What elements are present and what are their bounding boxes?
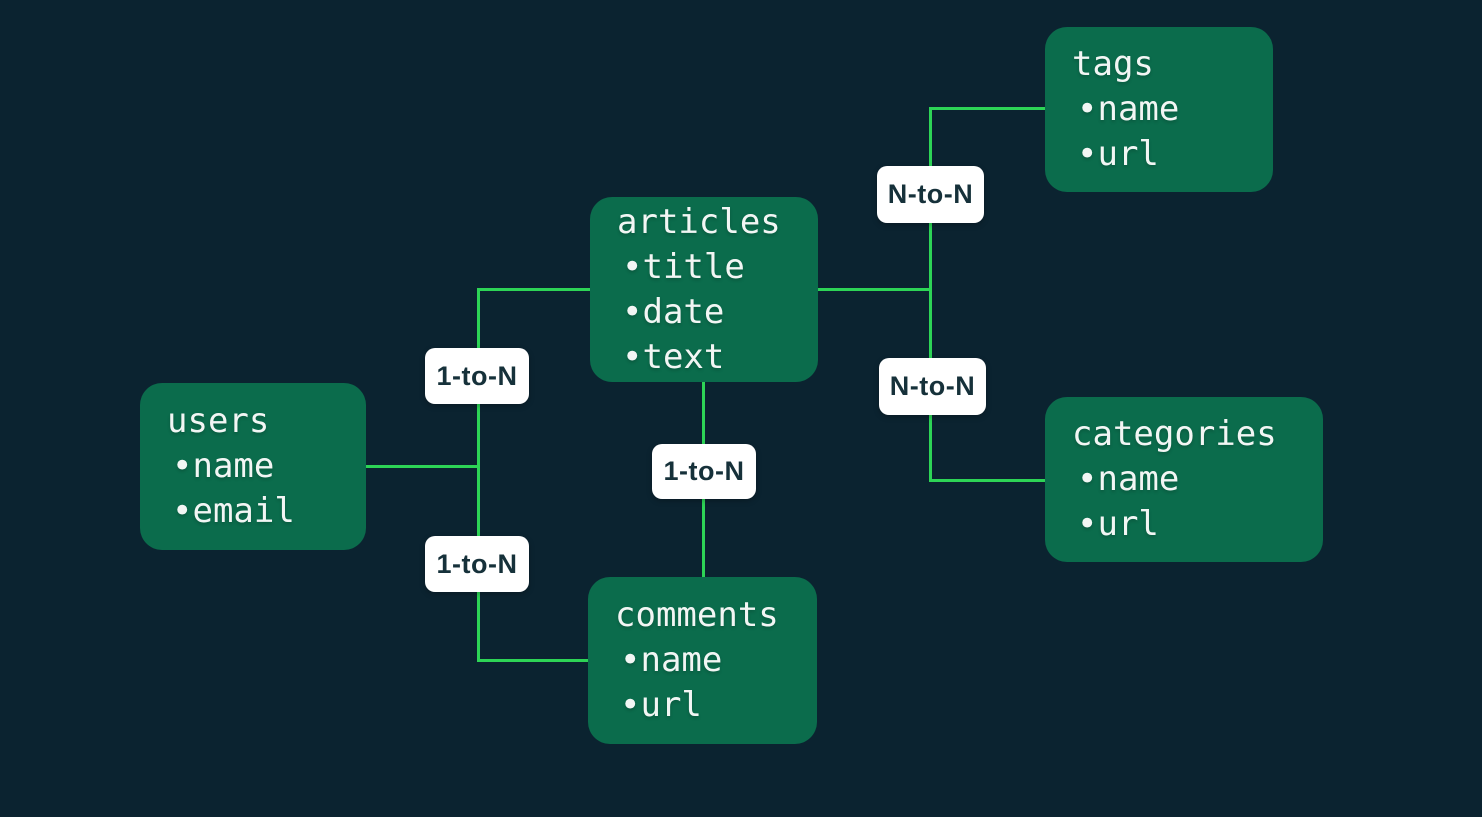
- entity-comments-attribute: •name: [620, 640, 723, 680]
- relationship-label-articles-comments: 1-to-N: [652, 444, 756, 499]
- connector-left-junction-vertical: [477, 288, 480, 662]
- entity-articles-attribute: •text: [622, 336, 725, 377]
- entity-categories-attribute: •url: [1077, 504, 1159, 544]
- entity-users-title: users: [167, 401, 270, 441]
- connector-junction-articles-horizontal: [477, 288, 590, 291]
- entity-tags-title: tags: [1072, 44, 1154, 84]
- entity-users-attribute: •email: [172, 491, 295, 531]
- entity-categories-title: categories: [1072, 414, 1277, 454]
- relationship-label-users-comments: 1-to-N: [425, 536, 529, 592]
- relationship-label-users-articles: 1-to-N: [425, 348, 529, 404]
- entity-comments: comments •name •url: [588, 577, 817, 744]
- entity-categories-attribute: •name: [1077, 459, 1180, 499]
- connector-right-junction-vertical: [929, 107, 932, 481]
- connector-junction-categories-horizontal: [929, 479, 1045, 482]
- entity-tags: tags •name •url: [1045, 27, 1273, 192]
- entity-tags-attribute: •name: [1077, 89, 1180, 129]
- entity-articles: articles •title •date •text: [590, 197, 818, 382]
- entity-tags-attribute: •url: [1077, 134, 1159, 174]
- entity-categories: categories •name •url: [1045, 397, 1323, 562]
- entity-articles-attribute: •date: [622, 291, 725, 332]
- connector-users-junction-horizontal: [365, 465, 479, 468]
- connector-articles-junction-horizontal: [818, 288, 931, 291]
- connector-junction-comments-horizontal: [477, 659, 590, 662]
- entity-comments-attribute: •url: [620, 685, 702, 725]
- entity-articles-title: articles: [617, 201, 781, 242]
- entity-users: users •name •email: [140, 383, 366, 550]
- entity-users-attribute: •name: [172, 446, 275, 486]
- relationship-label-articles-categories: N-to-N: [879, 358, 986, 415]
- relationship-label-articles-tags: N-to-N: [877, 166, 984, 223]
- connector-junction-tags-horizontal: [929, 107, 1045, 110]
- entity-articles-attribute: •title: [622, 246, 745, 287]
- entity-comments-title: comments: [615, 595, 779, 635]
